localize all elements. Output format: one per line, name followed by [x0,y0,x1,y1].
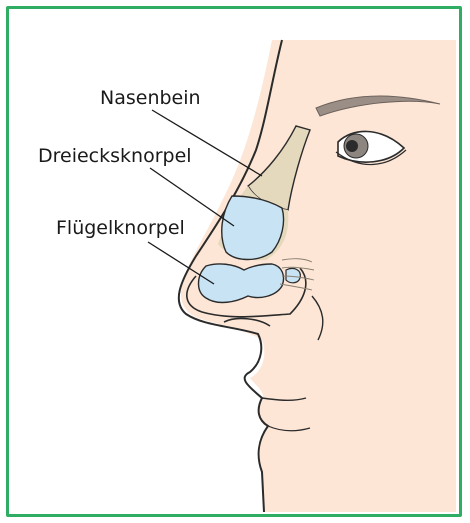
label-triangular-cartilage: Dreiecksknorpel [38,145,192,167]
triangular-cartilage [222,196,284,260]
label-alar-cartilage: Flügelknorpel [56,217,185,239]
label-nasal-bone: Nasenbein [100,87,201,109]
alar-cartilage-small [286,268,300,282]
